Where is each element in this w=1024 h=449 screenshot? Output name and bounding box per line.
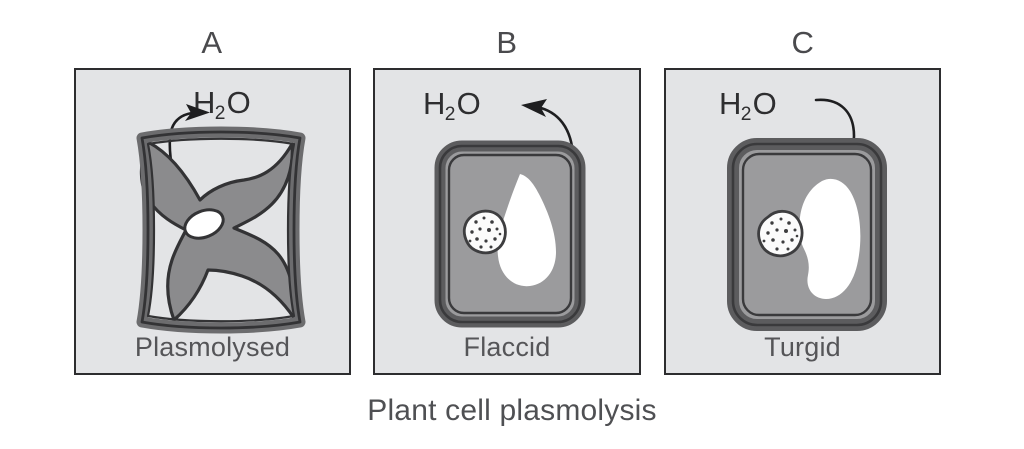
water-label-c: H2O (719, 86, 778, 124)
vacuole-b (497, 174, 556, 287)
panel-caption-a: Plasmolysed (134, 332, 291, 362)
water-label-b-sub: 2 (444, 104, 456, 125)
panel-a: H2O Plasmolysed (74, 68, 351, 375)
water-label-b: H2O (423, 86, 482, 124)
panel-letter-c: C (791, 25, 815, 60)
figure-caption: Plant cell plasmolysis (367, 394, 657, 427)
vacuole-c (799, 178, 861, 299)
water-label-a-sub: 2 (214, 103, 226, 124)
nucleus-c (757, 210, 804, 258)
flaccid-cell (434, 140, 586, 328)
protoplast-strands (139, 140, 296, 322)
panel-c: H2O (664, 68, 941, 375)
panel-b: H2O (373, 68, 641, 375)
nucleus-b (462, 209, 507, 255)
water-label-a-end: O (226, 85, 252, 120)
central-vacuole-a (183, 208, 225, 240)
water-label-c-sub: 2 (740, 104, 752, 125)
panel-letter-a: A (201, 25, 223, 60)
panel-caption-b: Flaccid (463, 332, 551, 362)
water-label-c-end: O (752, 86, 778, 121)
panel-caption-c: Turgid (764, 332, 841, 362)
turgid-cell (727, 138, 887, 331)
panel-letter-b: B (496, 25, 518, 60)
water-label-b-end: O (456, 86, 482, 121)
water-label-c-text: H (719, 86, 742, 121)
plasmolysed-cell (136, 126, 306, 334)
water-label-b-text: H (423, 86, 446, 121)
